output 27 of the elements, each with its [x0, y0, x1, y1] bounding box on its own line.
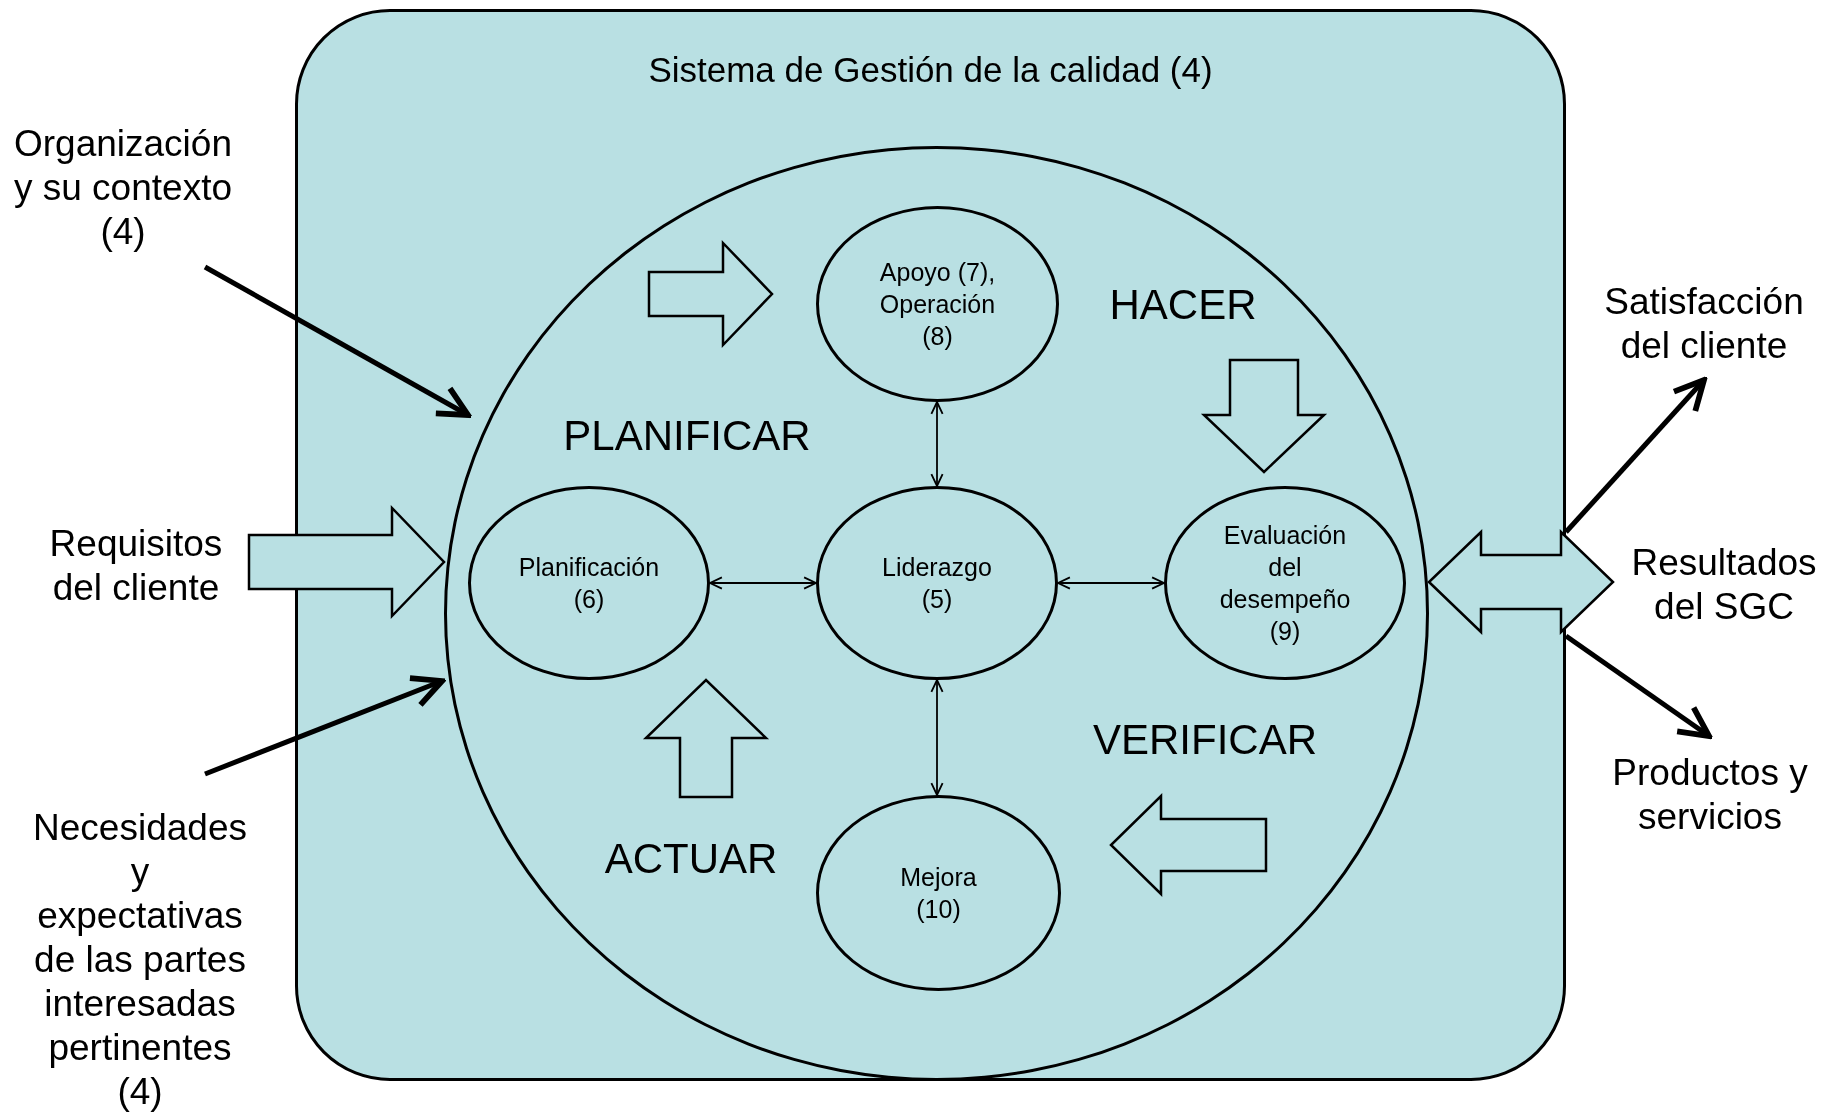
arrow: [709, 576, 817, 590]
input-text: Requisitos del cliente: [36, 522, 236, 612]
arrow: [203, 264, 471, 418]
phase-label: ACTUAR: [604, 835, 778, 883]
arrow: [930, 401, 944, 487]
node-label: Mejora (10): [899, 862, 978, 925]
output-text: Resultados del SGC: [1624, 541, 1824, 631]
input-text: Necesidades y expectativas de las partes interesadas pertinentes (4): [26, 806, 254, 1116]
output-text: Satisfacción del cliente: [1594, 280, 1814, 370]
phase-label: PLANIFICAR: [563, 412, 811, 460]
phase-label: VERIFICAR: [1093, 716, 1317, 764]
container-label: Sistema de Gestión de la calidad (4): [648, 50, 1213, 90]
node-label: Planificación (6): [517, 552, 661, 615]
node-label: Liderazgo (5): [881, 552, 993, 615]
phase-label: HACER: [1109, 281, 1257, 329]
block-arrow: [1427, 529, 1615, 635]
system-box: [295, 9, 1566, 1081]
arrow: [930, 679, 944, 796]
output-text: Productos y servicios: [1605, 751, 1815, 841]
input-text: Organización y su contexto (4): [3, 122, 243, 262]
node-label: Apoyo (7), Operación (8): [878, 257, 997, 352]
block-arrow: [247, 504, 446, 620]
arrow: [1564, 633, 1712, 739]
arrow: [204, 675, 445, 777]
arrow: [1057, 576, 1165, 590]
node-label: Evaluación del desempeño (9): [1218, 520, 1352, 647]
arrow: [1564, 377, 1707, 534]
